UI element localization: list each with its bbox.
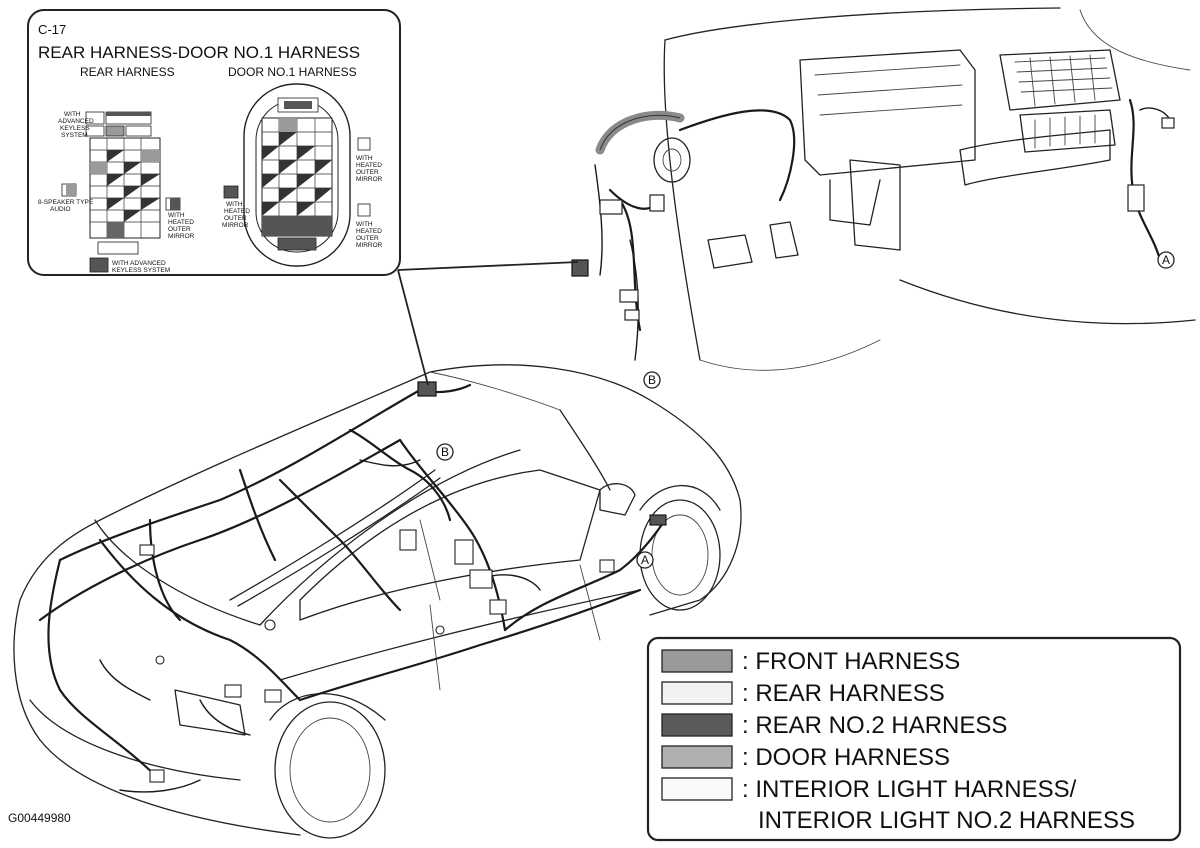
callout-code: C-17 xyxy=(38,22,66,37)
callout-left-subtitle: REAR HARNESS xyxy=(80,65,175,79)
callout-leader-line xyxy=(397,269,429,386)
dash-leader-line xyxy=(397,261,579,271)
legend-label: : REAR NO.2 HARNESS xyxy=(742,712,1007,739)
rear-harness-pin-grid xyxy=(89,137,161,239)
svg-text:B: B xyxy=(648,373,656,387)
dashboard-view xyxy=(571,7,1196,371)
svg-text:A: A xyxy=(641,553,649,567)
figure-id: G00449980 xyxy=(8,811,71,825)
legend-swatch xyxy=(661,681,733,705)
note-heated-mirror-left-3: OUTER xyxy=(168,226,191,233)
note-heated-mirror-door-left-4: MIRROR xyxy=(222,222,249,229)
legend-row: : INTERIOR LIGHT HARNESS/ xyxy=(661,776,1077,803)
legend-continuation: INTERIOR LIGHT NO.2 HARNESS xyxy=(758,807,1135,834)
note-heated-mirror-door-rb-3: OUTER xyxy=(356,235,379,242)
marker-a-top: A xyxy=(1157,251,1175,269)
legend-row: : REAR NO.2 HARNESS xyxy=(661,712,1007,739)
note-heated-mirror-door-left-2: HEATED xyxy=(224,208,250,215)
note-adv-keyless-bottom-1: WITH ADVANCED xyxy=(112,260,166,267)
marker-a-car: A xyxy=(636,551,654,569)
legend-swatch xyxy=(661,745,733,769)
note-heated-mirror-left-1: WITH xyxy=(168,212,185,219)
note-heated-mirror-door-left-1: WITH xyxy=(226,201,243,208)
note-heated-mirror-door-rb-4: MIRROR xyxy=(356,242,383,249)
legend-row: : DOOR HARNESS xyxy=(661,744,950,771)
legend-label: : DOOR HARNESS xyxy=(742,744,950,771)
note-adv-keyless-top-1: WITH xyxy=(64,111,81,118)
note-adv-keyless-top-2: ADVANCED xyxy=(58,118,94,125)
vehicle-body xyxy=(13,364,742,839)
rear-harness-connector: WITH ADVANCED KEYLESS SYSTEM 8-SPEAKER T… xyxy=(38,111,195,274)
harness-wires xyxy=(38,381,667,793)
legend-swatch xyxy=(661,649,733,673)
callout-title: REAR HARNESS-DOOR NO.1 HARNESS xyxy=(38,43,360,62)
legend-row: : REAR HARNESS xyxy=(661,680,945,707)
note-adv-keyless-bottom-2: KEYLESS SYSTEM xyxy=(112,267,170,274)
legend-label: : INTERIOR LIGHT HARNESS/ xyxy=(742,776,1077,803)
note-heated-mirror-door-rt-3: OUTER xyxy=(356,169,379,176)
note-heated-mirror-left-2: HEATED xyxy=(168,219,194,226)
svg-text:A: A xyxy=(1162,253,1170,267)
note-heated-mirror-door-rt-1: WITH xyxy=(356,155,373,162)
legend-swatch xyxy=(661,777,733,801)
legend-row: : FRONT HARNESS xyxy=(661,648,960,675)
note-heated-mirror-left-4: MIRROR xyxy=(168,233,195,240)
note-adv-keyless-top-4: SYSTEM xyxy=(61,132,88,139)
note-heated-mirror-door-rt-2: HEATED xyxy=(356,162,382,169)
door-harness-connector: WITH HEATED OUTER MIRROR WITH HEATED OUT… xyxy=(222,83,383,267)
note-heated-mirror-door-rb-2: HEATED xyxy=(356,228,382,235)
legend-label: : REAR HARNESS xyxy=(742,680,945,707)
legend-swatch xyxy=(661,713,733,737)
note-speaker-audio-1: 8-SPEAKER TYPE xyxy=(38,199,94,206)
marker-b-car: B xyxy=(436,443,454,461)
marker-b-top: B xyxy=(643,371,661,389)
connector-callout: C-17 REAR HARNESS-DOOR NO.1 HARNESS REAR… xyxy=(27,9,401,276)
legend-label: : FRONT HARNESS xyxy=(742,648,960,675)
note-heated-mirror-door-rt-4: MIRROR xyxy=(356,176,383,183)
svg-text:B: B xyxy=(441,445,449,459)
note-adv-keyless-top-3: KEYLESS xyxy=(60,125,90,132)
note-speaker-audio-2: AUDIO xyxy=(50,206,71,213)
note-heated-mirror-door-rb-1: WITH xyxy=(356,221,373,228)
callout-right-subtitle: DOOR NO.1 HARNESS xyxy=(228,65,357,79)
harness-legend: : FRONT HARNESS : REAR HARNESS : REAR NO.2… xyxy=(646,636,1182,842)
note-heated-mirror-door-left-3: OUTER xyxy=(224,215,247,222)
